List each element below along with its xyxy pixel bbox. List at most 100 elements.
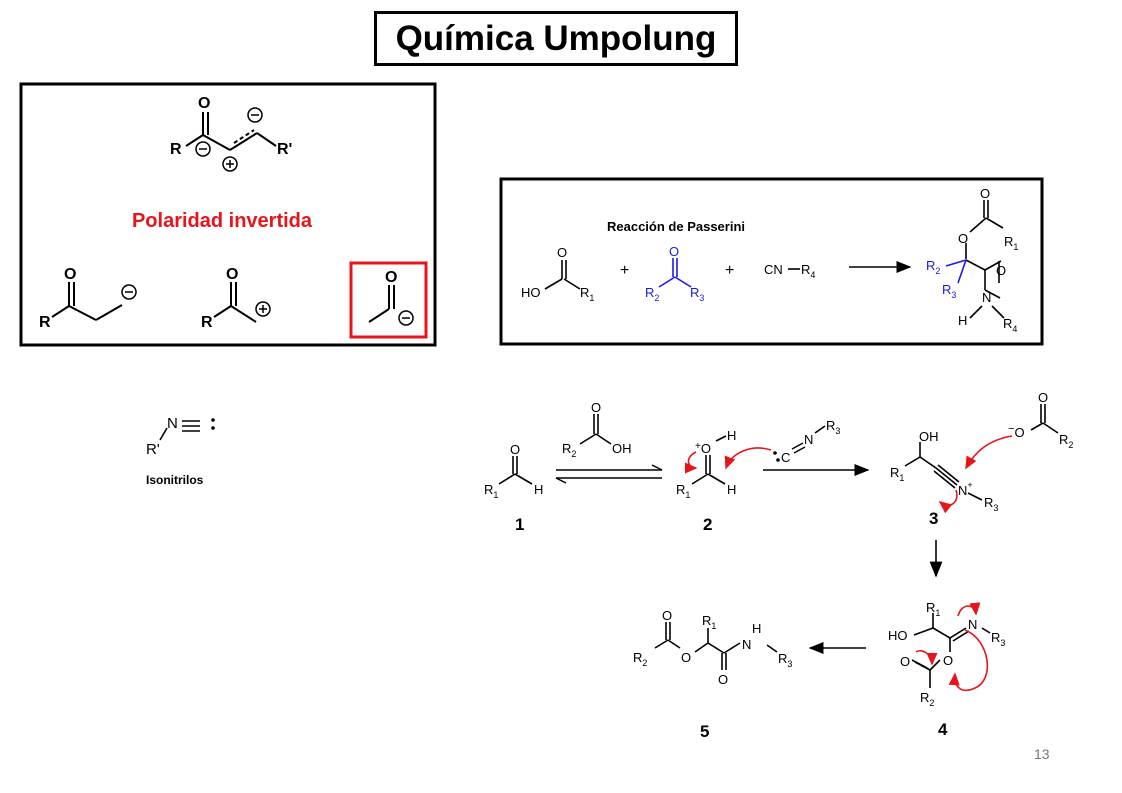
electron-arrow	[938, 489, 958, 514]
carboxylate-r: R2	[1059, 432, 1073, 450]
passerini-product-structure	[965, 200, 1004, 299]
plus-sign: +	[620, 262, 629, 279]
c5-h: H	[752, 621, 761, 636]
slide-title-text: Química Umpolung	[395, 18, 717, 58]
page-number: 13	[1034, 746, 1050, 762]
lone-pair-icon	[211, 418, 215, 422]
electron-arrow	[684, 451, 698, 474]
product-r2: R2	[926, 258, 940, 276]
passerini-box	[499, 177, 1044, 346]
isonitrile-r: R'	[146, 441, 160, 458]
imidate-4-structure	[911, 613, 991, 688]
carboxylate-o: −O	[1008, 423, 1025, 440]
c3-r3: R3	[984, 495, 998, 513]
polarity-label: Polaridad invertida	[132, 210, 313, 232]
compound-label-3: 3	[929, 509, 938, 528]
acid-structure	[579, 414, 612, 445]
c4-o2: O	[900, 654, 910, 669]
plus-charge-icon	[222, 156, 238, 172]
lone-pair-icon	[211, 426, 215, 430]
bond	[991, 305, 1005, 319]
c4-n: N	[968, 617, 977, 632]
isonitrile-n: N	[167, 415, 178, 432]
product-ester-o: O	[958, 231, 968, 246]
electron-arrow	[957, 602, 981, 617]
c5-o: O	[662, 608, 672, 623]
o-atom: O	[226, 266, 238, 283]
passerini-product-blue-bonds	[945, 259, 967, 284]
c5-r2: R2	[633, 650, 647, 668]
c4-r1: R1	[926, 600, 940, 618]
isonitrile-structure	[159, 420, 200, 441]
ketone-r3: R3	[690, 285, 704, 303]
acid-oh: OH	[612, 441, 632, 456]
product-n: N	[982, 290, 991, 305]
carboxylate-o2: O	[1038, 390, 1048, 405]
acid-o: O	[557, 245, 567, 260]
minus-charge-icon	[121, 284, 137, 300]
arrow-head	[555, 477, 567, 484]
c1-r: R1	[484, 482, 498, 500]
iso-n: N	[804, 432, 813, 447]
c2-h: H	[727, 428, 736, 443]
c3-oh: OH	[919, 429, 939, 444]
electron-arrow	[965, 435, 1013, 470]
carboxylic-acid-structure	[544, 260, 581, 290]
slide-title: Química Umpolung	[374, 11, 738, 66]
c1-o: O	[510, 442, 520, 457]
c5-ester-o: O	[681, 650, 691, 665]
bond	[814, 425, 826, 434]
o-atom: O	[64, 266, 76, 283]
acylium-structure	[213, 282, 257, 323]
product-r1: R1	[1004, 234, 1018, 252]
iso-r: R3	[826, 418, 840, 436]
c4-r2: R2	[920, 690, 934, 708]
acyl-anion-highlight	[349, 261, 428, 339]
minus-charge-icon	[247, 107, 263, 123]
aldehyde-1-structure	[498, 456, 533, 485]
c4-o: O	[943, 653, 953, 668]
c4-ho: HO	[888, 628, 908, 643]
enone-r: R	[170, 141, 182, 158]
r-atom: R	[201, 314, 213, 331]
plus-sign: +	[725, 262, 734, 279]
ketone-o: O	[669, 244, 679, 259]
o-atom: O	[385, 269, 397, 286]
iso-triple-bond	[791, 442, 806, 454]
product-r3: R3	[942, 282, 956, 300]
c1-h: H	[534, 482, 543, 497]
nitrilium-3-structure	[904, 442, 983, 501]
enone-r-prime: R'	[277, 141, 292, 158]
acid-r: R2	[562, 441, 576, 459]
acid-ho: HO	[521, 285, 541, 300]
protonated-aldehyde-2-structure	[691, 435, 727, 485]
c5-r1: R1	[702, 613, 716, 631]
electron-arrow	[724, 447, 772, 470]
compound-label-5: 5	[700, 722, 709, 741]
c2-r: R1	[676, 482, 690, 500]
isonitrile-r: R4	[801, 262, 815, 280]
c5-amide-o: O	[718, 672, 728, 687]
product-amide-o: O	[996, 263, 1006, 278]
c3-n: N+	[958, 480, 973, 498]
iso-c: C	[781, 450, 790, 465]
product-h: H	[958, 313, 967, 328]
product-r4: R4	[1003, 316, 1017, 334]
c2-hb: H	[727, 482, 736, 497]
carboxylate-structure	[1030, 404, 1059, 434]
c2-o: +O	[695, 441, 711, 456]
plus-charge-icon	[255, 301, 271, 317]
c5-r3: R3	[778, 651, 792, 669]
compound-label-2: 2	[703, 515, 712, 534]
r-atom: R	[39, 314, 51, 331]
product-5-structure	[654, 622, 778, 670]
c5-n: N	[742, 637, 751, 652]
lone-pair-icon	[776, 458, 780, 462]
minus-charge-icon	[195, 141, 211, 157]
compound-label-4: 4	[938, 720, 948, 739]
passerini-title: Reacción de Passerini	[607, 219, 745, 234]
c4-r3: R3	[991, 630, 1005, 648]
umpolung-box	[19, 82, 437, 347]
enone-o: O	[198, 95, 210, 112]
